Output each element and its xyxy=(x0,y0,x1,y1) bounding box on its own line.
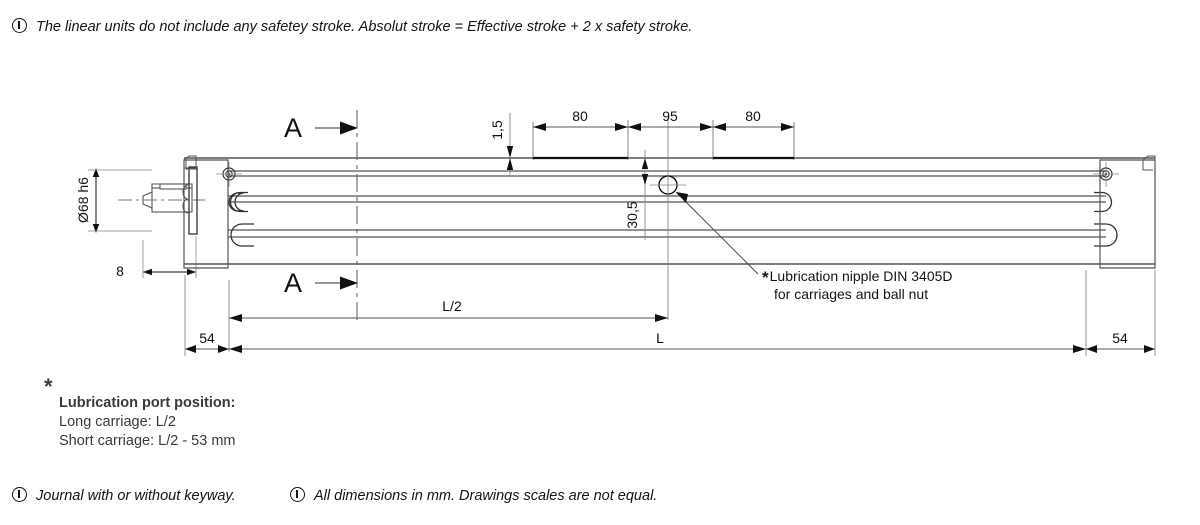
dim-total-length-label: L xyxy=(656,330,664,346)
section-marker-upper: A xyxy=(284,113,358,143)
dimension-half-length: L/2 xyxy=(228,280,668,352)
note-bottom-left-row: Journal with or without keyway. xyxy=(12,487,236,504)
dim-span-3-label: 80 xyxy=(745,108,761,124)
lubrication-title: Lubrication port position: xyxy=(59,395,236,411)
nipple-callout-line2: for carriages and ball nut xyxy=(774,286,929,302)
nipple-leader-line xyxy=(675,191,759,275)
note-top-text: The linear units do not include any safe… xyxy=(36,19,693,35)
dim-offset-vertical-label: 30,5 xyxy=(624,201,640,228)
dim-shaft-diameter-label: Ø68 h6 xyxy=(75,177,91,223)
linear-unit-body xyxy=(183,155,1156,269)
left-port-icon xyxy=(216,162,242,187)
dimension-offset-top: 1,5 xyxy=(489,113,514,175)
dimension-end-left: 54 xyxy=(184,275,229,356)
info-icon xyxy=(12,487,27,502)
dimension-end-right: 54 xyxy=(1086,270,1156,356)
section-label-lower: A xyxy=(284,268,302,298)
section-marker-lower: A xyxy=(284,268,358,298)
nipple-callout: *Lubrication nipple DIN 3405D for carria… xyxy=(762,268,953,303)
dim-end-left-label: 54 xyxy=(199,330,215,346)
dimension-chain-top: 80 95 80 xyxy=(532,108,795,160)
dim-span-1-label: 80 xyxy=(572,108,588,124)
dimension-shaft-length: 8 xyxy=(116,236,197,279)
dim-offset-top-label: 1,5 xyxy=(489,120,505,140)
note-bottom-right-row: All dimensions in mm. Drawings scales ar… xyxy=(290,487,657,504)
lubrication-port-block: * Lubrication port position: Long carria… xyxy=(44,374,236,451)
dim-half-length-label: L/2 xyxy=(442,298,462,314)
info-icon xyxy=(12,18,27,33)
dim-end-right-label: 54 xyxy=(1112,330,1128,346)
lubrication-marker: * xyxy=(44,374,53,399)
dimension-total-length: L xyxy=(229,270,1087,356)
section-cut-lines xyxy=(356,110,669,320)
note-bottom-right-text: All dimensions in mm. Drawings scales ar… xyxy=(314,488,658,504)
dimension-offset-vertical: 30,5 xyxy=(624,150,649,240)
section-label-upper: A xyxy=(284,113,302,143)
lubrication-line-2: Short carriage: L/2 - 53 mm xyxy=(59,433,236,449)
note-bottom-left-text: Journal with or without keyway. xyxy=(36,488,236,504)
nipple-callout-marker: * xyxy=(762,268,769,287)
info-icon xyxy=(290,487,305,502)
nipple-callout-line1: Lubrication nipple DIN 3405D xyxy=(769,268,953,284)
dimension-shaft-diameter: Ø68 h6 xyxy=(75,168,152,233)
lubrication-line-1: Long carriage: L/2 xyxy=(59,414,176,430)
dim-shaft-length-label: 8 xyxy=(116,263,124,279)
note-top-row: The linear units do not include any safe… xyxy=(12,18,692,35)
drive-shaft-assembly xyxy=(118,166,205,235)
right-port-icon xyxy=(1093,162,1119,187)
dim-span-2-label: 95 xyxy=(662,108,678,124)
